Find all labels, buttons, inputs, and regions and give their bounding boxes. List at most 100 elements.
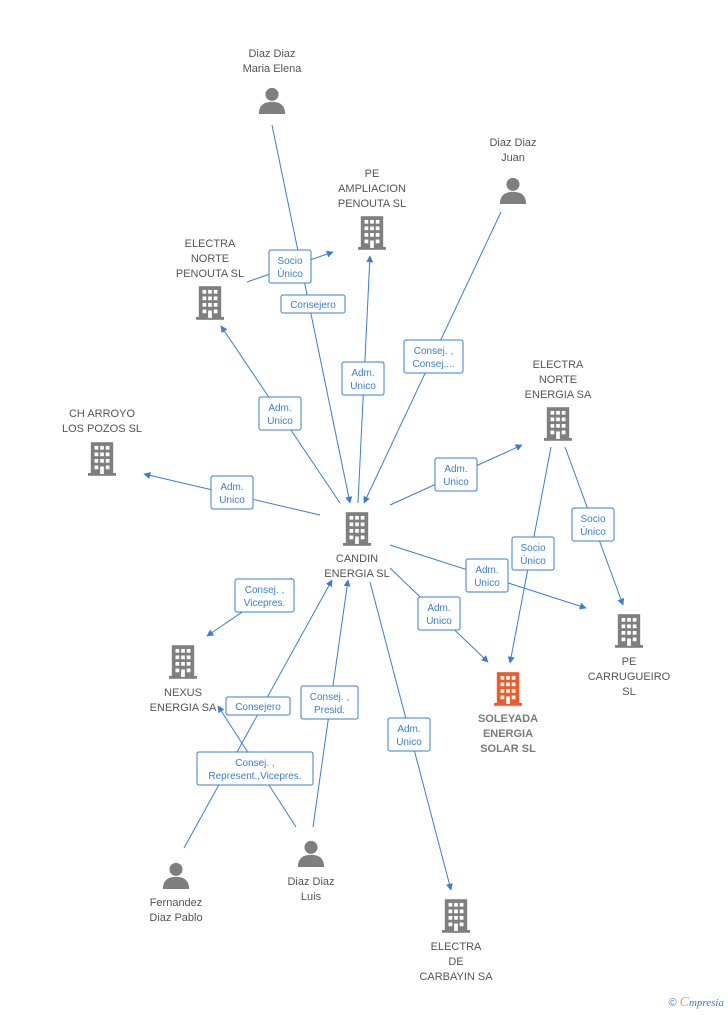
node-label-text: Luis <box>301 891 322 903</box>
building-icon <box>544 407 572 441</box>
node-label-text: Diaz Diaz <box>248 48 295 60</box>
edge-label-text: Socio <box>580 514 605 525</box>
node-label-text: CH ARROYO <box>69 408 135 420</box>
node-label-text: PE <box>365 168 380 180</box>
edge-label-box <box>300 685 359 720</box>
building-icon <box>196 286 224 320</box>
edge-label-text: Unico <box>474 578 500 589</box>
node-label-text: ENERGIA SA <box>150 702 217 714</box>
edge-label-text: Represent.,Vicepres. <box>208 771 301 782</box>
edge-label-text: Unico <box>426 616 452 627</box>
edge-label-text: Socio <box>520 543 545 554</box>
edge-label-text: Unico <box>219 495 245 506</box>
edge-label-text: Único <box>520 554 546 567</box>
building-icon <box>343 512 371 546</box>
building-icon <box>358 216 386 250</box>
node-label-text: AMPLIACION <box>338 183 406 195</box>
edge-label-box <box>387 717 431 752</box>
edge-label-box <box>403 339 464 374</box>
node-label-text: PENOUTA SL <box>176 268 244 280</box>
edge-label-box <box>210 475 254 510</box>
node-label-text: SL <box>622 686 635 698</box>
node-label-text: ELECTRA <box>431 941 482 953</box>
edge-label-consej_represent_luis[interactable]: Consej. , Represent.,Vicepres. <box>196 751 314 786</box>
edge-labels-layer: SocioÚnicoConsejeroAdm.UnicoAdm.UnicoCon… <box>196 249 615 786</box>
node-nexus[interactable]: NEXUS ENERGIA SA <box>150 645 217 714</box>
edge-label-box <box>258 396 302 431</box>
edge-label-adm_electra_norte_energia[interactable]: Adm.Unico <box>434 457 478 492</box>
node-label-text: ELECTRA <box>185 238 236 250</box>
edge-label-text: Unico <box>267 416 293 427</box>
edge-label-text: Único <box>277 267 303 280</box>
node-label-text: Maria Elena <box>243 63 303 75</box>
node-label-text: PE <box>622 656 637 668</box>
edge-label-box <box>341 361 385 396</box>
node-label-text: ENERGIA SL <box>324 568 389 580</box>
edge-label-text: Consejero <box>235 702 281 713</box>
person-icon <box>162 862 190 889</box>
node-candin[interactable]: CANDIN ENERGIA SL <box>324 512 390 580</box>
edge-label-text: Adm. <box>220 482 243 493</box>
building-focus-icon <box>494 672 522 706</box>
person-icon <box>297 840 325 867</box>
edge-label-adm_ch_arroyo[interactable]: Adm. Unico <box>210 475 254 510</box>
edge-label-adm_electra_norte_penouta[interactable]: Adm. Unico <box>258 396 302 431</box>
copyright-icon: © <box>668 997 677 1009</box>
node-label-text: SOLAR SL <box>480 743 536 755</box>
edge-label-consej_vicepres_nexus[interactable]: Consej. ,Vicepres. <box>234 578 295 613</box>
node-label-text: SOLEYADA <box>478 713 538 725</box>
edge-label-text: Consej. , <box>245 585 284 596</box>
edge-label-box <box>225 696 291 716</box>
edge-label-adm_carrugueiro[interactable]: Adm. Unico <box>465 558 509 593</box>
edge-label-box <box>417 596 461 631</box>
edge-label-adm_carbayin[interactable]: Adm.Unico <box>387 717 431 752</box>
edge-label-adm_pe_ampliacion[interactable]: Adm.Unico <box>341 361 385 396</box>
person-icon <box>499 177 527 204</box>
building-icon <box>615 614 643 648</box>
edge-label-consejero_maria[interactable]: Consejero <box>280 294 346 314</box>
edge-label-consej_presid_luis[interactable]: Consej. ,Presid. <box>300 685 359 720</box>
edge-label-text: Adm. <box>268 403 291 414</box>
edge-label-consejero_fernandez[interactable]: Consejero <box>225 696 291 716</box>
edge-label-text: Socio <box>277 256 302 267</box>
edge-label-box <box>196 751 314 786</box>
edge-label-text: Consejero <box>290 300 336 311</box>
empresia-brand[interactable]: © Cmpresia <box>668 995 724 1011</box>
edge-label-text: Unico <box>350 381 376 392</box>
node-label-text: ELECTRA <box>533 359 584 371</box>
person-icon <box>258 87 286 114</box>
node-ch_arroyo[interactable]: CH ARROYO LOS POZOS SL <box>62 408 142 476</box>
node-label-text: CANDIN <box>336 553 378 565</box>
edge-label-text: Consej. , <box>235 758 274 769</box>
edge-label-adm_soleyada[interactable]: Adm.Unico <box>417 596 461 631</box>
node-label-text: ENERGIA SA <box>525 389 592 401</box>
edge-label-text: Adm. <box>397 724 420 735</box>
node-label-text: Diaz Diaz <box>489 137 536 149</box>
edge-label-text: Adm. <box>444 464 467 475</box>
node-label-text: NEXUS <box>164 687 202 699</box>
edge-label-box <box>465 558 509 593</box>
edge-label-text: Adm. <box>475 565 498 576</box>
node-label-text: Diaz Pablo <box>149 912 202 924</box>
edge-label-text: Consej. , <box>414 346 453 357</box>
node-label-text: Fernandez <box>150 897 203 909</box>
edge-label-text: Consej.... <box>412 359 454 370</box>
edge-label-text: Consej. , <box>310 692 349 703</box>
edge-label-consej_juan[interactable]: Consej. , Consej.... <box>403 339 464 374</box>
node-label-text: LOS POZOS SL <box>62 423 142 435</box>
edge-label-box <box>434 457 478 492</box>
